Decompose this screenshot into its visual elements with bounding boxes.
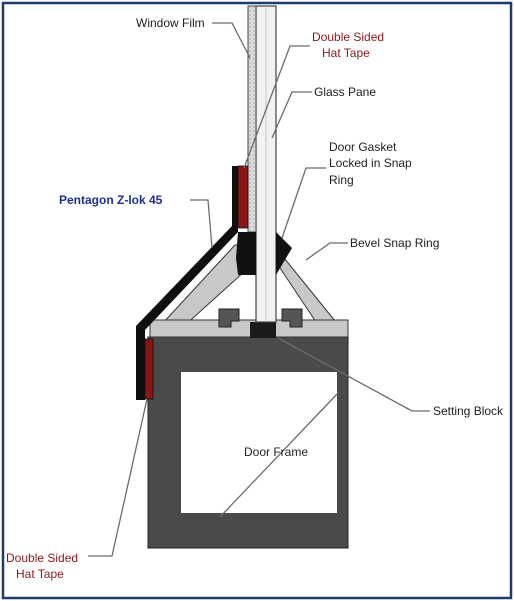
window-film: [247, 5, 257, 233]
leader-lines: [88, 22, 430, 557]
leader-door-gasket: [281, 167, 326, 239]
leader-bevel-snap-ring: [305, 242, 348, 261]
label-double-sided-top-1: Double Sided: [312, 30, 384, 44]
label-bevel-snap-ring: Bevel Snap Ring: [350, 236, 439, 250]
label-door-frame: Door Frame: [244, 445, 308, 459]
leader-hat-tape-top: [243, 45, 310, 169]
leader-glass-pane: [271, 91, 312, 139]
leader-pentagon: [190, 199, 213, 249]
label-double-sided-bottom-1: Double Sided: [6, 551, 78, 565]
setting-block: [250, 322, 276, 338]
leader-door-frame: [219, 392, 339, 518]
label-door-gasket-1: Door Gasket: [329, 140, 397, 154]
glass-pane: [255, 5, 277, 323]
leader-window-film: [212, 22, 251, 59]
label-glass-pane: Glass Pane: [314, 85, 376, 99]
pentagon-z-lok: [136, 166, 238, 400]
door-gasket: [236, 232, 292, 275]
label-pentagon: Pentagon Z-lok 45: [59, 193, 163, 207]
label-double-sided-bottom-2: Hat Tape: [16, 567, 64, 581]
bevel-snap-ring: [148, 244, 350, 338]
leader-hat-tape-bottom: [88, 398, 148, 557]
label-door-gasket-2: Locked in Snap: [329, 156, 412, 170]
hat-tape-bottom: [144, 338, 154, 400]
leader-setting-block: [277, 337, 430, 412]
label-setting-block: Setting Block: [433, 404, 504, 418]
snap-clips: [218, 308, 303, 328]
label-door-gasket-3: Ring: [329, 173, 354, 187]
label-double-sided-top-2: Hat Tape: [322, 46, 370, 60]
hat-tape-top: [237, 165, 249, 229]
label-window-film: Window Film: [136, 16, 205, 30]
door-frame: [147, 336, 349, 549]
